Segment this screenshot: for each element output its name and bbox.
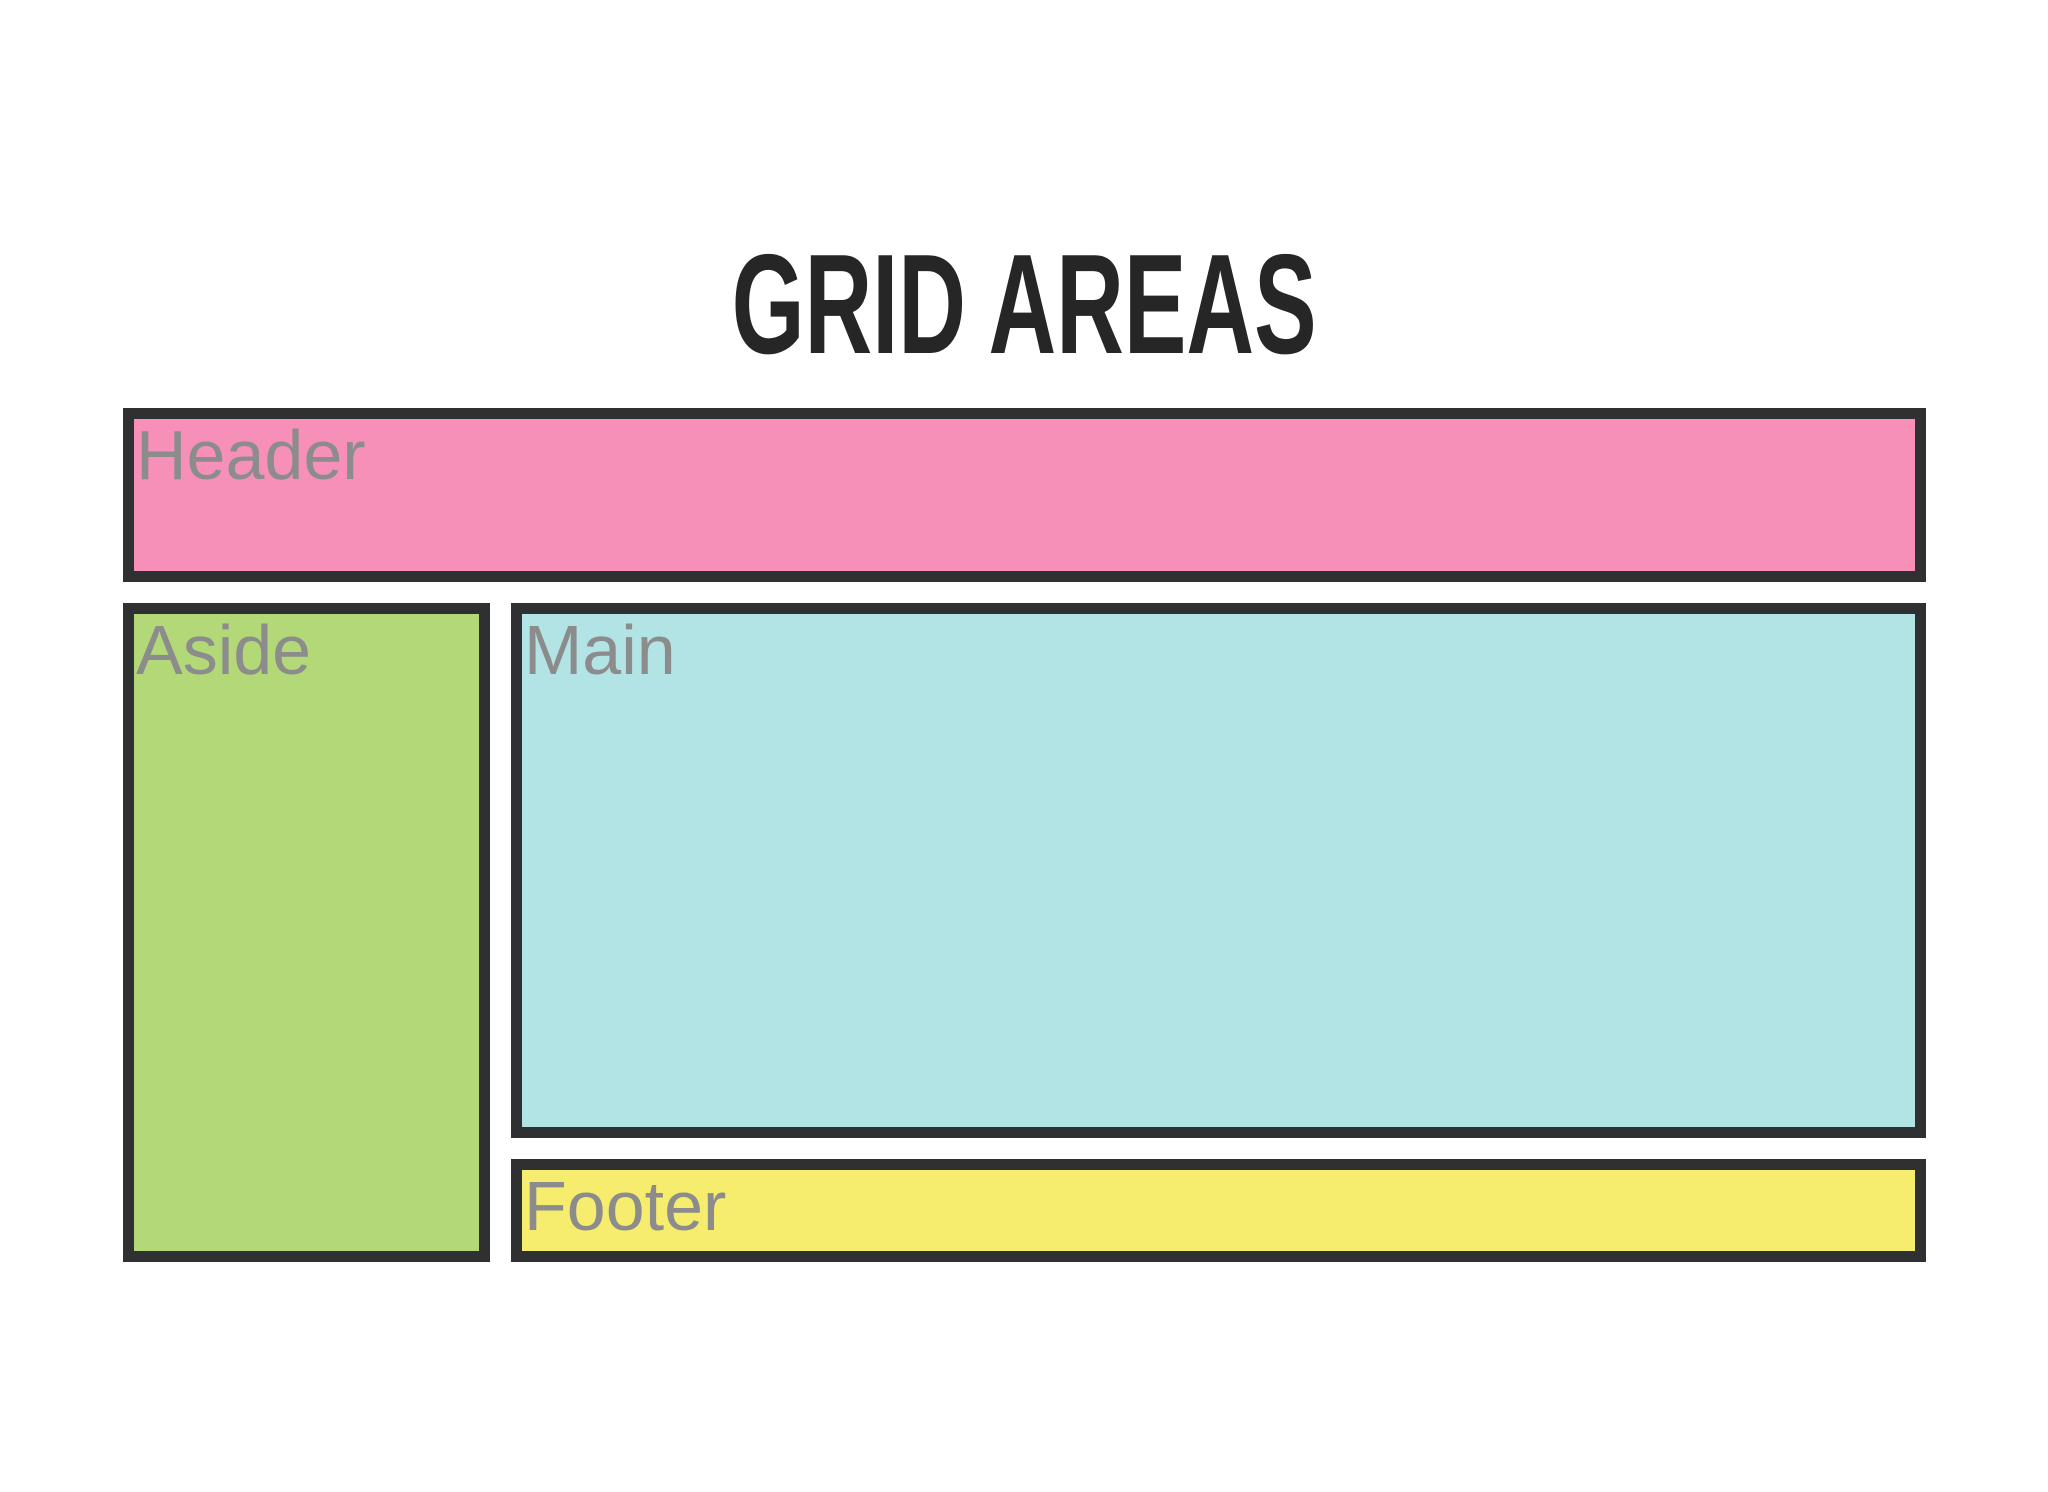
grid-area-aside-label: Aside <box>136 611 312 689</box>
grid-area-header: Header <box>123 408 1926 582</box>
grid-area-main: Main <box>511 603 1926 1138</box>
grid-area-main-label: Main <box>524 611 676 689</box>
diagram-title-text: GRID AREAS <box>731 225 1317 384</box>
grid-areas-diagram: Header Aside Main Footer <box>123 408 1926 1262</box>
grid-area-footer: Footer <box>511 1159 1926 1262</box>
grid-area-header-label: Header <box>136 416 366 494</box>
grid-area-footer-label: Footer <box>524 1167 727 1245</box>
grid-area-aside: Aside <box>123 603 490 1262</box>
diagram-title: GRID AREAS <box>0 234 2048 376</box>
